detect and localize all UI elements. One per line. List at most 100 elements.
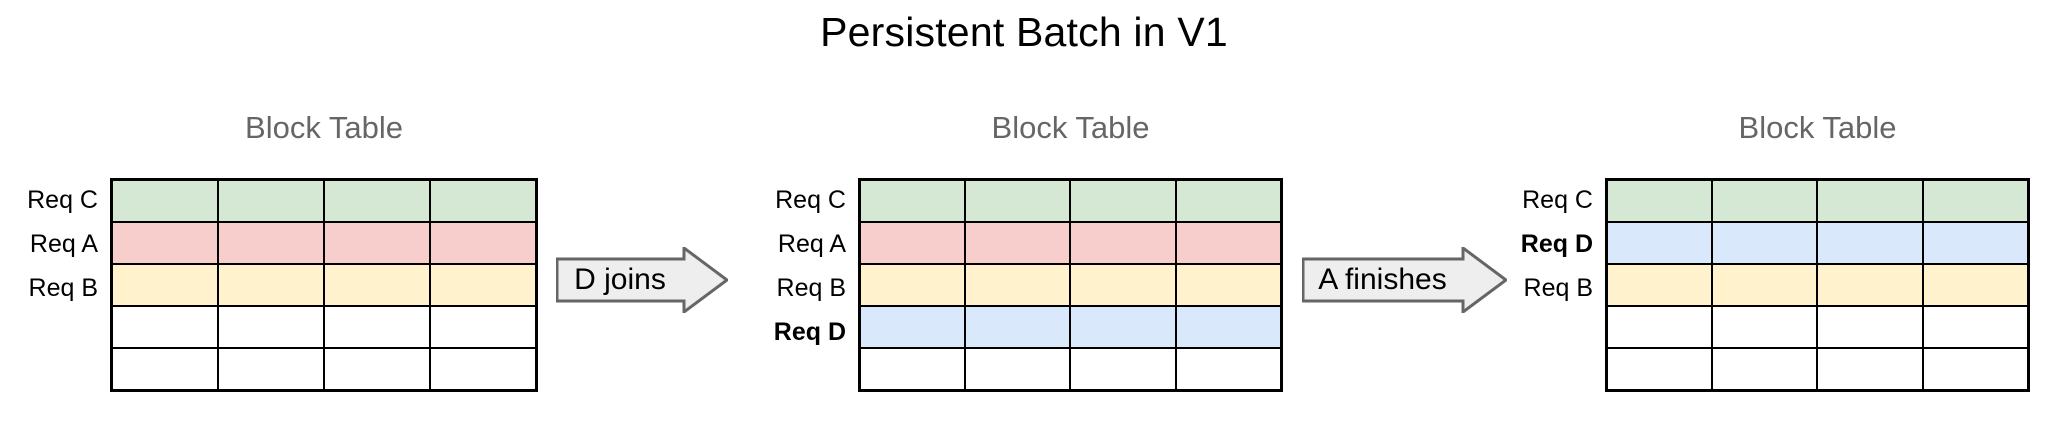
block-table-row (110, 178, 538, 223)
block-table-row (1605, 305, 2030, 349)
request-label: Req B (1523, 274, 1593, 302)
block-cell[interactable] (1711, 221, 1819, 265)
block-cell[interactable] (1069, 347, 1177, 392)
request-label: Req D (1520, 230, 1593, 258)
block-table-row (1605, 263, 2030, 307)
block-table-row (110, 305, 538, 349)
block-cell[interactable] (1069, 178, 1177, 223)
request-label-column: Req C Req A Req B (27, 178, 98, 398)
block-cell[interactable] (110, 178, 219, 223)
block-cell[interactable] (1816, 221, 1924, 265)
arrow-shape (1302, 247, 1507, 313)
block-cell[interactable] (1069, 263, 1177, 307)
block-cell[interactable] (1921, 178, 2030, 223)
page-title: Persistent Batch in V1 (820, 9, 1228, 55)
block-cell[interactable] (216, 263, 325, 307)
block-cell[interactable] (1174, 263, 1283, 307)
block-table-row (1605, 347, 2030, 392)
block-cell[interactable] (1921, 221, 2030, 265)
block-cell[interactable] (322, 221, 431, 265)
block-cell[interactable] (110, 305, 219, 349)
block-table-grid (110, 178, 538, 392)
block-cell[interactable] (322, 263, 431, 307)
block-cell[interactable] (216, 221, 325, 265)
block-cell[interactable] (1921, 263, 2030, 307)
block-cell[interactable] (428, 347, 538, 392)
request-label: Req D (773, 318, 846, 346)
block-cell[interactable] (1711, 263, 1819, 307)
block-table-row (858, 305, 1283, 349)
block-cell[interactable] (322, 178, 431, 223)
block-cell[interactable] (964, 178, 1072, 223)
block-table-row (110, 263, 538, 307)
block-cell[interactable] (1174, 178, 1283, 223)
arrow-shape (556, 247, 728, 313)
block-table-row (110, 347, 538, 392)
request-label-empty (1521, 310, 1593, 354)
arrow-d-joins: D joins (556, 247, 728, 313)
block-cell[interactable] (110, 347, 219, 392)
block-cell[interactable] (216, 347, 325, 392)
block-cell[interactable] (858, 263, 967, 307)
block-table-row (110, 221, 538, 265)
block-cell[interactable] (322, 305, 431, 349)
block-cell[interactable] (1816, 305, 1924, 349)
request-label-column: Req C Req D Req B (1521, 178, 1593, 398)
block-table-row (1605, 221, 2030, 265)
block-cell[interactable] (428, 263, 538, 307)
block-cell[interactable] (216, 305, 325, 349)
request-label-empty (1521, 354, 1593, 398)
block-cell[interactable] (428, 221, 538, 265)
block-table-row (858, 347, 1283, 392)
block-cell[interactable] (1605, 221, 1714, 265)
request-label-empty (27, 310, 98, 354)
block-cell[interactable] (858, 178, 967, 223)
block-cell[interactable] (1605, 178, 1714, 223)
block-cell[interactable] (1921, 305, 2030, 349)
request-label: Req B (28, 274, 98, 302)
block-cell[interactable] (964, 347, 1072, 392)
block-cell[interactable] (858, 221, 967, 265)
block-cell[interactable] (1711, 305, 1819, 349)
block-cell[interactable] (1921, 347, 2030, 392)
request-label: Req A (777, 230, 846, 258)
block-cell[interactable] (428, 178, 538, 223)
request-label: Req A (29, 230, 98, 258)
block-cell[interactable] (964, 221, 1072, 265)
request-label-column: Req C Req A Req B Req D (774, 178, 846, 398)
block-cell[interactable] (1174, 221, 1283, 265)
block-cell[interactable] (1174, 347, 1283, 392)
block-cell[interactable] (428, 305, 538, 349)
block-cell[interactable] (858, 305, 967, 349)
block-cell[interactable] (322, 347, 431, 392)
arrow-a-finishes: A finishes (1302, 247, 1507, 313)
block-cell[interactable] (216, 178, 325, 223)
block-cell[interactable] (1711, 178, 1819, 223)
block-cell[interactable] (1605, 263, 1714, 307)
block-cell[interactable] (1605, 347, 1714, 392)
block-table-row (858, 221, 1283, 265)
block-cell[interactable] (964, 305, 1072, 349)
request-label-empty (774, 354, 846, 398)
block-table-row (858, 178, 1283, 223)
block-table-row (1605, 178, 2030, 223)
block-table-grid (1605, 178, 2030, 392)
block-cell[interactable] (1816, 178, 1924, 223)
block-cell[interactable] (1069, 221, 1177, 265)
block-cell[interactable] (858, 347, 967, 392)
request-label: Req C (775, 186, 846, 214)
request-label: Req C (27, 186, 98, 214)
block-table-header: Block Table (245, 110, 403, 145)
block-cell[interactable] (1605, 305, 1714, 349)
block-cell[interactable] (1174, 305, 1283, 349)
block-cell[interactable] (1816, 347, 1924, 392)
block-table-header: Block Table (991, 110, 1150, 145)
block-cell[interactable] (1711, 347, 1819, 392)
block-cell[interactable] (1816, 263, 1924, 307)
block-cell[interactable] (110, 221, 219, 265)
block-cell[interactable] (110, 263, 219, 307)
request-label: Req B (776, 274, 846, 302)
block-cell[interactable] (1069, 305, 1177, 349)
request-label: Req C (1522, 186, 1593, 214)
block-cell[interactable] (964, 263, 1072, 307)
